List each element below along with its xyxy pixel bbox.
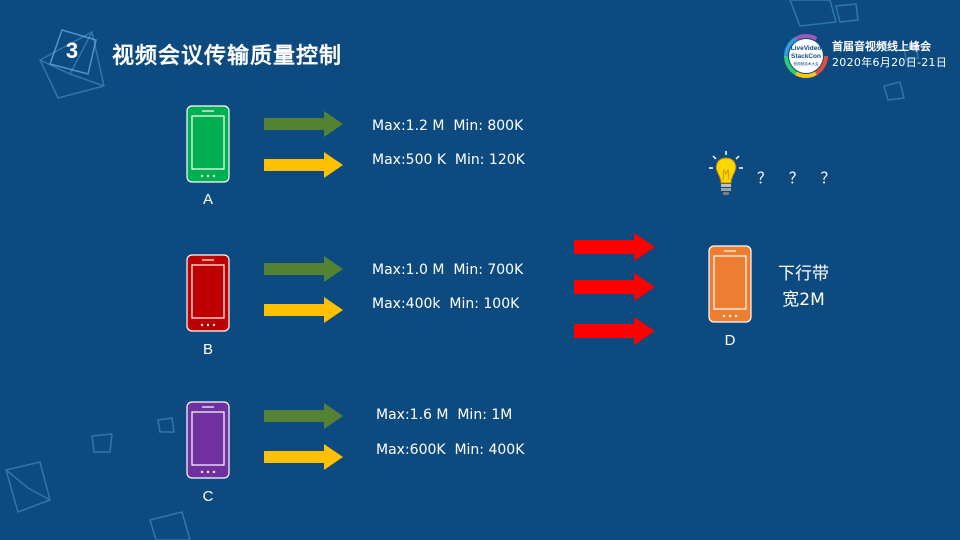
downlink-bandwidth-label: 下行带 宽2M [778, 261, 829, 313]
phone-b-icon [186, 254, 230, 332]
page-title: 视频会议传输质量控制 [112, 44, 343, 69]
stream-a-max-label: Max:1.2 M Min: 800K [372, 118, 524, 134]
phone-a-label: A [202, 191, 213, 208]
section-number: 3 [65, 38, 79, 63]
event-name: 首届音视频线上峰会 [832, 40, 931, 53]
phone-c-icon [186, 401, 230, 479]
arrow-b-max-icon [264, 256, 343, 282]
event-date: 2020年6月20日-21日 [832, 56, 948, 69]
logo-text-line2: StackCon [791, 53, 821, 60]
stream-b-max-label: Max:1.0 M Min: 700K [372, 262, 524, 278]
phone-b-label: B [202, 341, 213, 358]
lightbulb-icon [709, 151, 743, 195]
stream-c-min-label: Max:600K Min: 400K [376, 442, 525, 458]
phone-d-icon [708, 245, 752, 323]
downlink-bandwidth-line1: 下行带 [778, 264, 829, 284]
arrow-c-min-icon [264, 444, 343, 470]
logo-text-line3: 音视频技术大会 [793, 61, 819, 66]
phone-c-label: C [202, 488, 214, 505]
arrow-d-2-icon [574, 273, 655, 301]
stream-b-min-label: Max:400k Min: 100K [372, 296, 520, 312]
phone-d-label: D [724, 332, 736, 349]
arrow-a-min-icon [264, 152, 343, 178]
arrow-d-3-icon [574, 317, 655, 345]
arrow-a-max-icon [264, 111, 343, 137]
stream-c-max-label: Max:1.6 M Min: 1M [376, 407, 513, 423]
phone-a-icon [186, 105, 230, 183]
downlink-bandwidth-line2: 宽2M [782, 290, 825, 310]
stream-a-min-label: Max:500 K Min: 120K [372, 152, 525, 168]
event-info: 首届音视频线上峰会 2020年6月20日-21日 [832, 39, 947, 71]
arrow-b-min-icon [264, 297, 343, 323]
arrow-d-1-icon [574, 233, 655, 261]
event-logo: LiveVideo StackCon 音视频技术大会 [784, 34, 828, 78]
question-marks: ？ ？ ？ [757, 169, 842, 187]
arrow-c-max-icon [264, 403, 343, 429]
logo-text-line1: LiveVideo [791, 45, 822, 52]
